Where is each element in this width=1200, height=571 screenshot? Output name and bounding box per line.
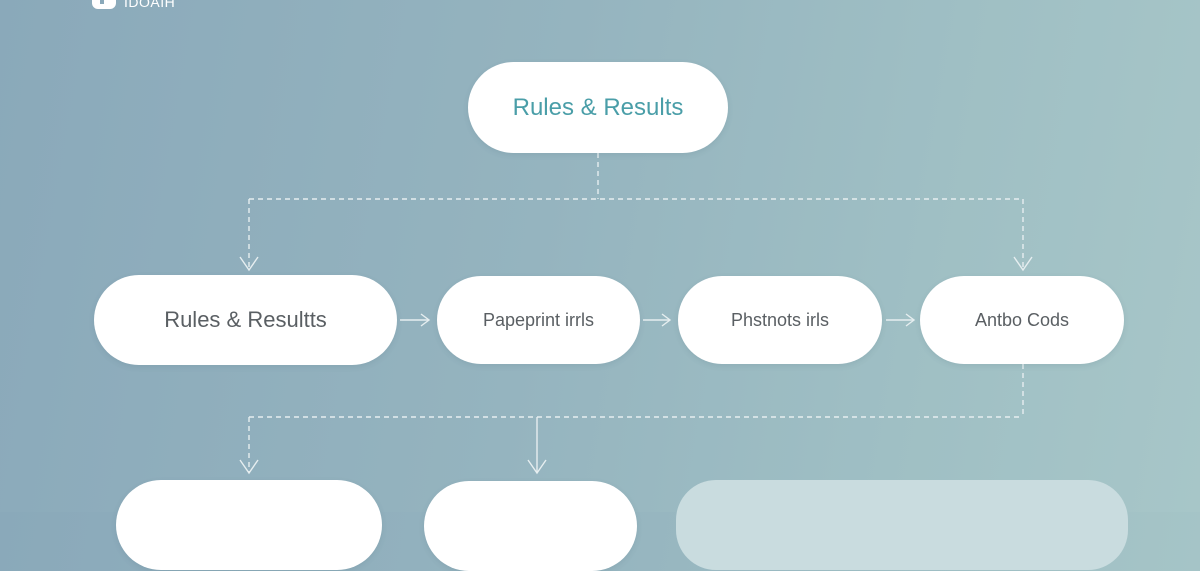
arrowhead-c-d	[905, 313, 916, 327]
node-row2-2	[424, 481, 637, 571]
logo-text: IDOAIH	[124, 0, 176, 10]
node-row1-1-label: Rules & Resultts	[164, 307, 327, 332]
node-row2-3	[676, 480, 1128, 570]
logo: IDOAIH	[92, 0, 175, 10]
connectors	[239, 153, 1033, 475]
arrowhead-a-b	[420, 313, 431, 327]
node-row1-3: Phstnots irls	[678, 276, 882, 364]
node-row1-2-label: Papeprint irrls	[482, 309, 595, 330]
arrowhead-left	[239, 256, 259, 272]
arrowhead-e	[239, 459, 259, 475]
arrowhead-right	[1013, 256, 1033, 272]
arrowhead-f	[527, 459, 547, 475]
node-row1-2: Papeprint irrls	[437, 276, 640, 364]
arrowhead-b-c	[661, 313, 672, 327]
node-row1-1: Rules & Resultts	[94, 275, 397, 365]
node-row2-1	[116, 480, 382, 570]
node-row1-4-label: Antbo Cods	[974, 309, 1070, 330]
node-row1-4: Antbo Cods	[920, 276, 1124, 364]
node-row1-3-label: Phstnots irls	[730, 309, 830, 330]
node-top: Rules & Results	[468, 62, 728, 153]
node-top-label: Rules & Results	[512, 93, 684, 121]
logo-icon	[92, 0, 116, 9]
